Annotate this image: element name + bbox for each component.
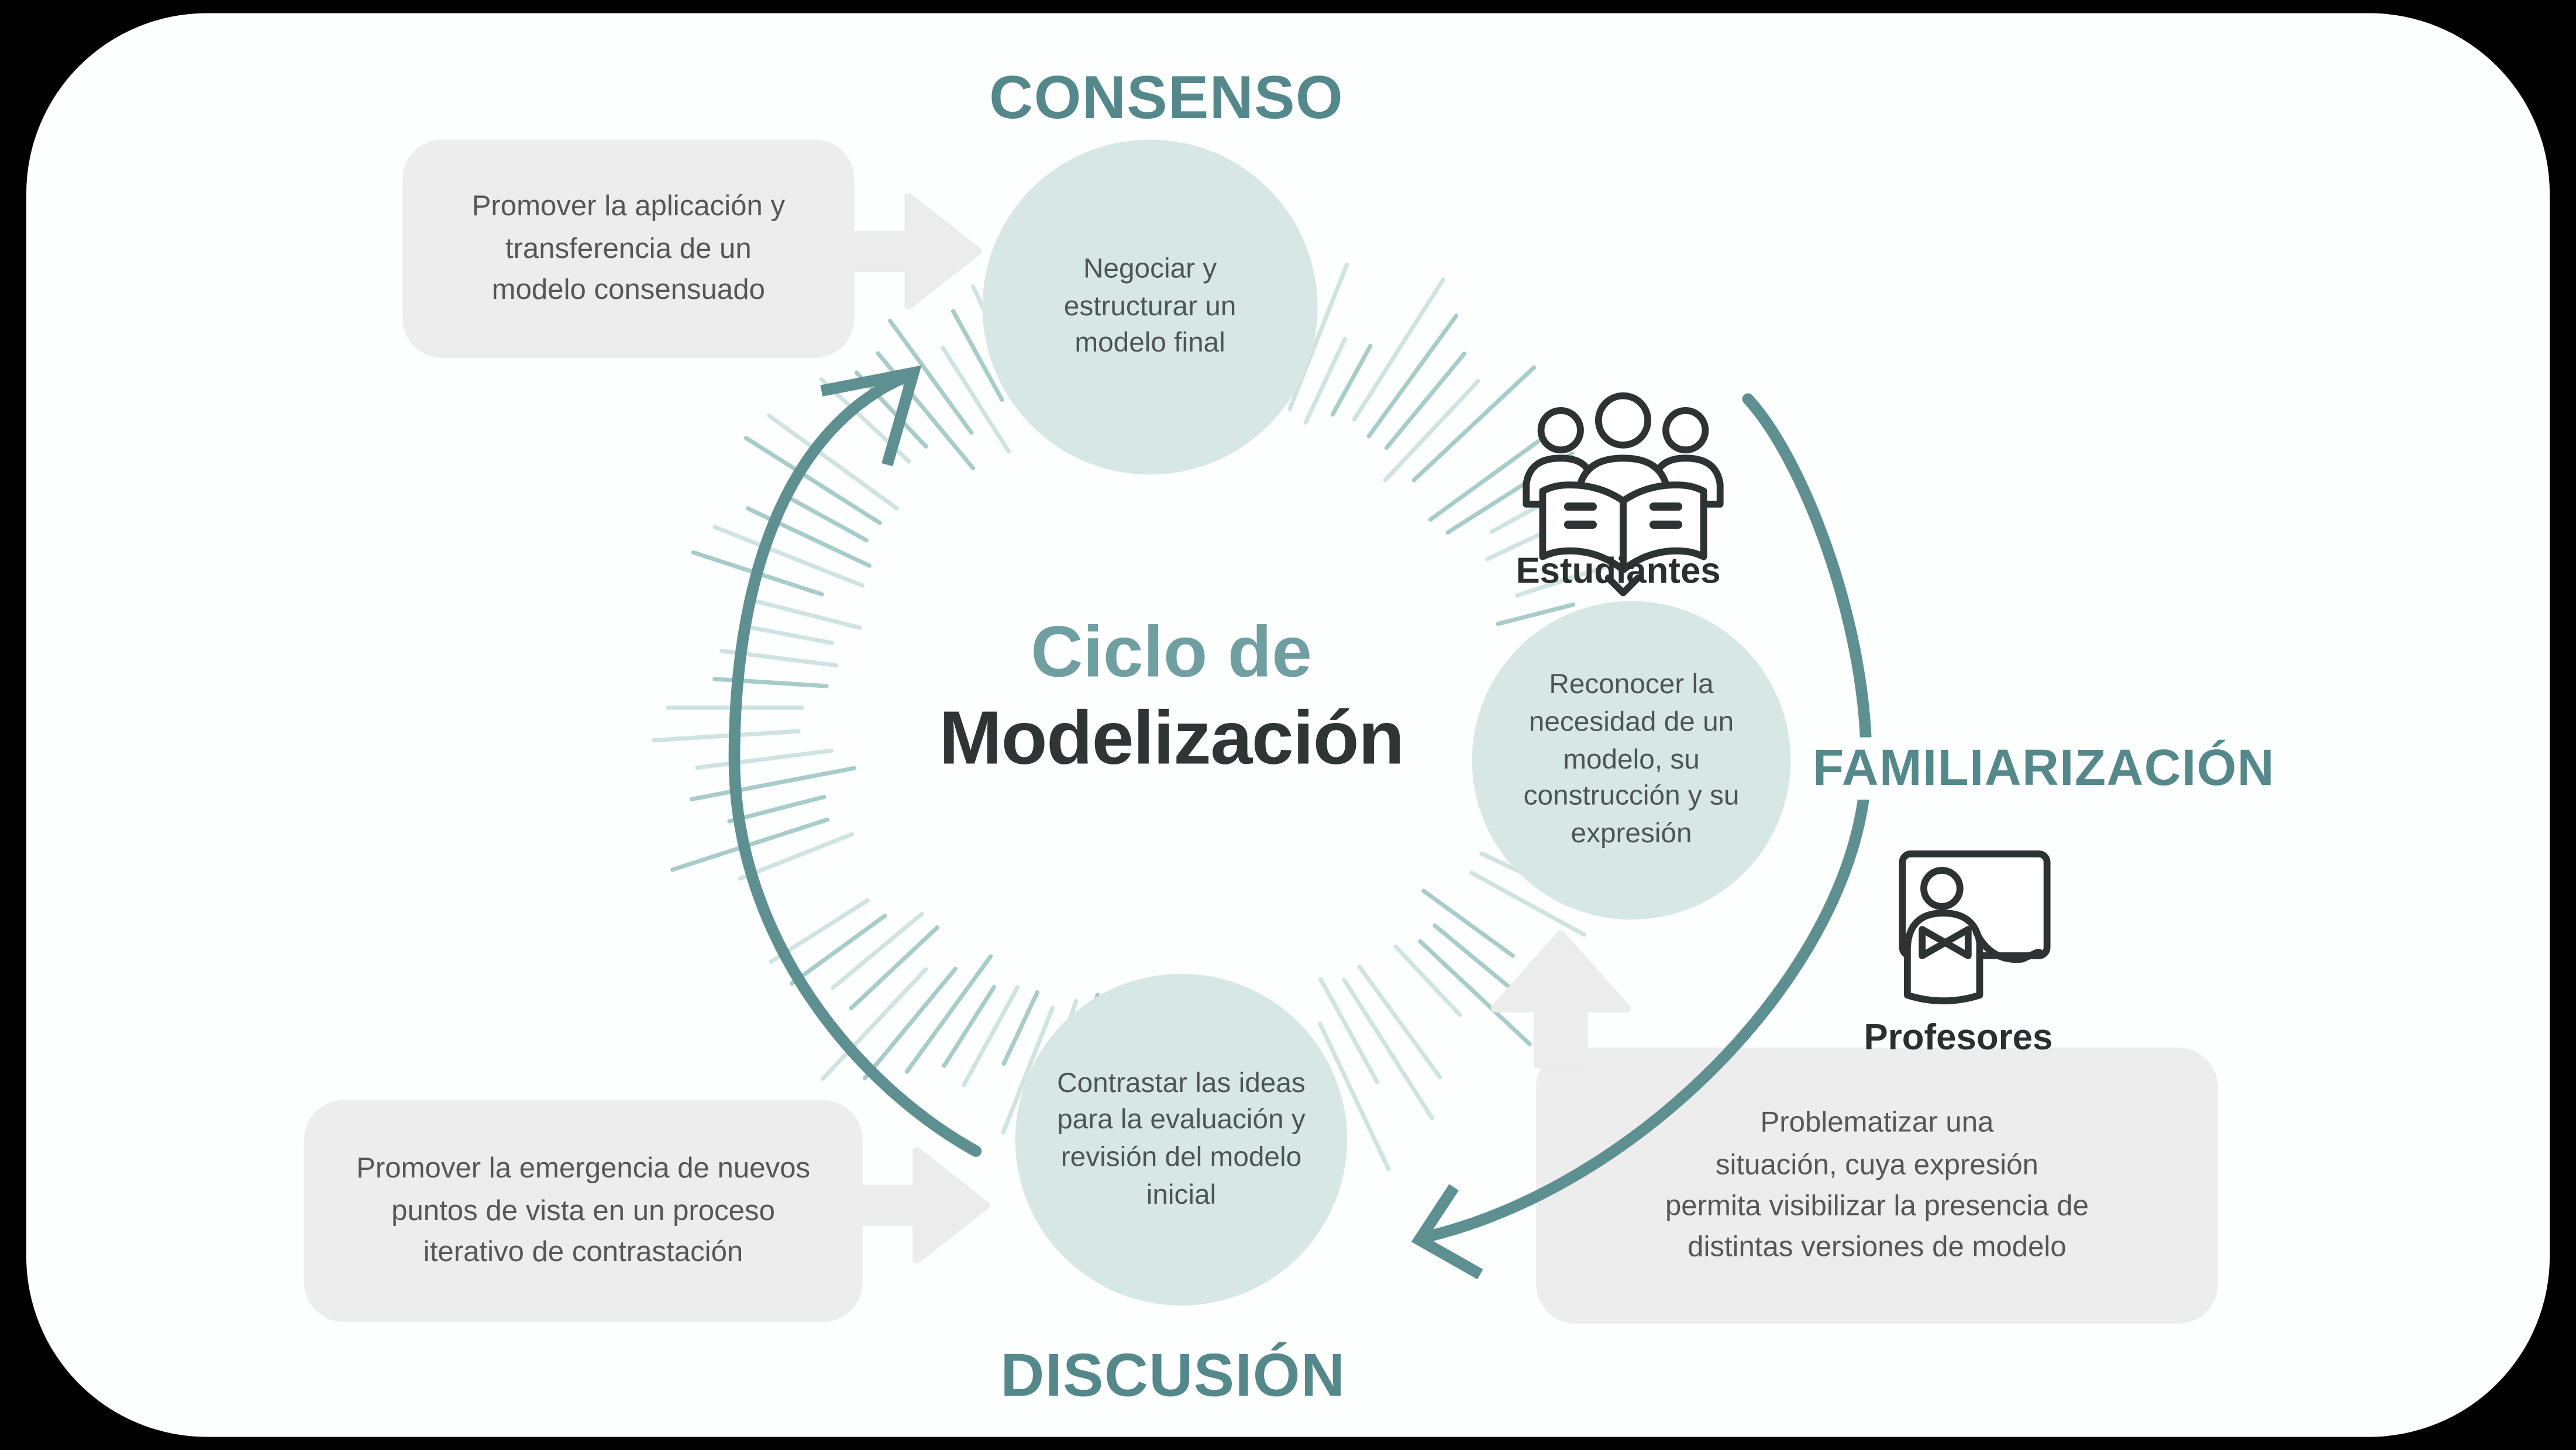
diagram-title: Ciclo de Modelización [939, 612, 1404, 783]
sunburst-ray [1330, 343, 1373, 417]
sunburst-ray [738, 832, 855, 881]
sunburst-ray [950, 309, 1004, 402]
sunburst-ray [831, 911, 924, 990]
heading-consenso: CONSENSO [989, 64, 1344, 132]
sunburst-ray [746, 506, 872, 568]
sunburst-ray [781, 492, 869, 543]
cycle-arc-left-arrowhead [820, 365, 922, 467]
sunburst-ray [849, 925, 940, 1011]
diagram-title-line1: Ciclo de [1031, 612, 1312, 693]
sunburst-ray [712, 525, 865, 588]
sunburst-ray [727, 794, 826, 824]
sunburst-ray [1496, 602, 1576, 626]
arrow-box-to-consenso [850, 192, 982, 310]
sunburst-ray [744, 624, 835, 646]
sunburst-ray [1303, 336, 1348, 425]
heading-familiarizacion: FAMILIARIZACIÓN [1804, 737, 2284, 800]
sunburst-ray [1342, 977, 1434, 1120]
callout-discusion: Promover la emergencia de nuevos puntos … [304, 1100, 863, 1322]
sunburst-ray [1421, 888, 1515, 958]
sunburst-ray [790, 914, 887, 986]
cycle-arc-left [728, 370, 982, 1157]
teacher-icon [1899, 850, 2051, 1005]
arrow-box-to-familiarizacion [1490, 930, 1631, 1069]
sunburst-ray [750, 598, 862, 630]
sunburst-ray [1383, 378, 1480, 483]
sunburst-ray [941, 346, 1011, 454]
sunburst-ray [1428, 431, 1551, 522]
students-icon [1523, 392, 1724, 597]
callout-consenso: Promover la aplicación y transferencia d… [402, 139, 855, 359]
cycle-arc-right-arrowhead [1411, 1184, 1483, 1280]
sunburst-ray [1001, 990, 1040, 1066]
sunburst-ray [1357, 965, 1442, 1080]
sunburst-ray [670, 817, 830, 872]
heading-discusion: DISCUSIÓN [1000, 1341, 1346, 1409]
stage-circle-familiarizacion: Reconocer la necesidad de un modelo, su … [1472, 601, 1791, 920]
sunburst-ray [1318, 1021, 1391, 1172]
sunburst-ray [961, 985, 1020, 1088]
cycle-arc-right [1421, 393, 1872, 1242]
sunburst-ray [1393, 944, 1462, 1017]
sunburst-ray [942, 984, 997, 1068]
sunburst-ray [1366, 314, 1459, 439]
sunburst-ray [712, 677, 829, 688]
sunburst-ray [1411, 365, 1537, 483]
teachers-label: Profesores [1864, 1016, 2053, 1058]
sunburst-ray [862, 966, 958, 1081]
sunburst-ray [1418, 939, 1532, 1046]
stage-circle-consenso: Negociar y estructurar un modelo final [982, 139, 1318, 475]
diagram-title-line2: Modelización [939, 695, 1404, 781]
stage-circle-discusion: Contrastar las ideas para la evaluación … [1015, 973, 1348, 1306]
sunburst-ray [1001, 1005, 1055, 1135]
sunburst-ray [695, 748, 834, 770]
sunburst-ray [1352, 277, 1445, 422]
sunburst-ray [689, 766, 856, 802]
sunburst-ray [888, 318, 974, 435]
sunburst-ray [652, 729, 801, 743]
sunburst-ray [904, 954, 993, 1074]
students-label: Estudiantes [1516, 550, 1721, 591]
sunburst-ray [1469, 870, 1587, 937]
arrow-box-to-discusion [858, 1147, 990, 1264]
sunburst-ray [821, 967, 928, 1081]
sunburst-ray [1318, 977, 1380, 1084]
sunburst-ray [767, 413, 899, 511]
sunburst-ray [1287, 262, 1349, 411]
callout-familiarizacion: Problematizar una situación, cuya expres… [1536, 1048, 2218, 1324]
sunburst-ray [1384, 352, 1467, 450]
sunburst-ray [743, 436, 882, 525]
